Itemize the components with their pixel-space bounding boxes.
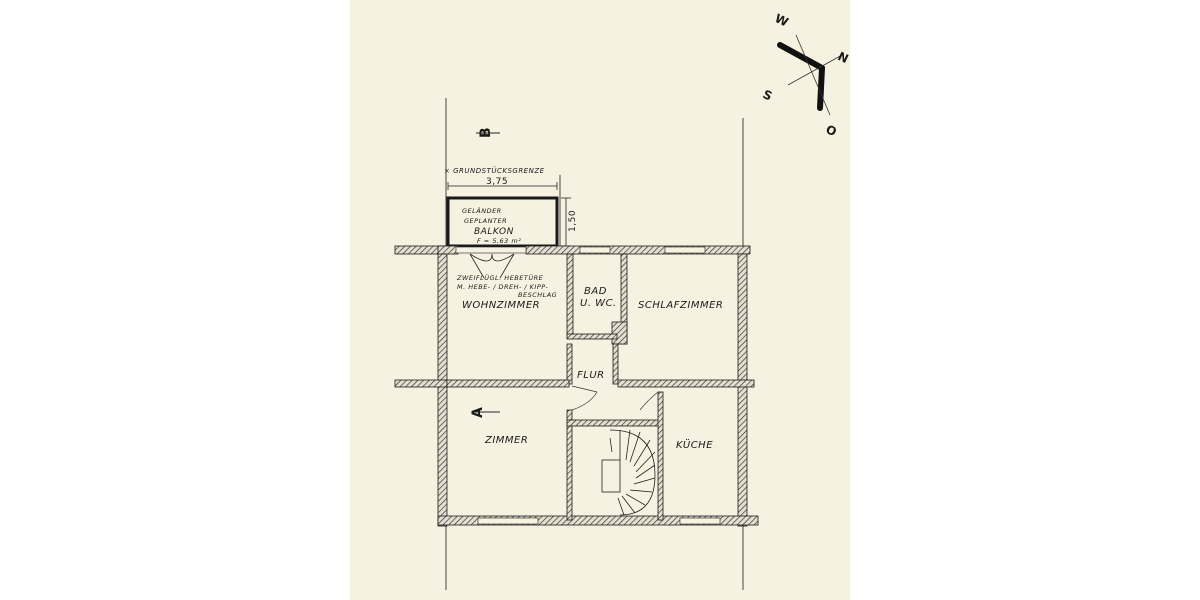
balcony-area-label: F = 5,63 m² <box>477 237 521 245</box>
room-label-flur: FLUR <box>577 370 605 381</box>
section-mark-b-label: B <box>478 127 494 138</box>
room-label-kueche: KÜCHE <box>676 438 713 451</box>
door-swings <box>571 385 659 411</box>
windows <box>455 246 721 525</box>
staircase <box>601 429 656 516</box>
compass-west: W <box>773 11 791 29</box>
balcony-name-label: BALKON <box>474 227 514 237</box>
balcony-railing-label: GELÄNDER <box>462 206 502 215</box>
door-note-line1: ZWEIFLÜGL. HEBETÜRE <box>456 273 544 282</box>
boundary-label: × GRUNDSTÜCKSGRENZE <box>444 166 545 175</box>
balcony-depth-dimension: 1,50 <box>568 210 578 232</box>
section-mark-a: A <box>470 407 500 418</box>
walls <box>394 245 759 527</box>
room-label-bad: BAD <box>584 286 607 297</box>
door-note-line3: BESCHLAG <box>518 291 557 299</box>
section-mark-b: B <box>476 127 500 138</box>
room-label-schlafzimmer: SCHLAFZIMMER <box>638 300 723 311</box>
room-label-wc: U. WC. <box>580 298 617 309</box>
balcony-width-dimension: 3,75 <box>486 177 508 187</box>
section-mark-a-label: A <box>470 407 486 418</box>
room-label-zimmer: ZIMMER <box>484 435 528 446</box>
door-note-line2: M. HEBE- / DREH- / KIPP- <box>457 283 548 291</box>
room-label-wohnzimmer: WOHNZIMMER <box>462 300 540 311</box>
paper-background <box>350 0 850 600</box>
balcony-planned-label: GEPLANTER <box>464 217 507 225</box>
balcony-door <box>469 253 515 279</box>
